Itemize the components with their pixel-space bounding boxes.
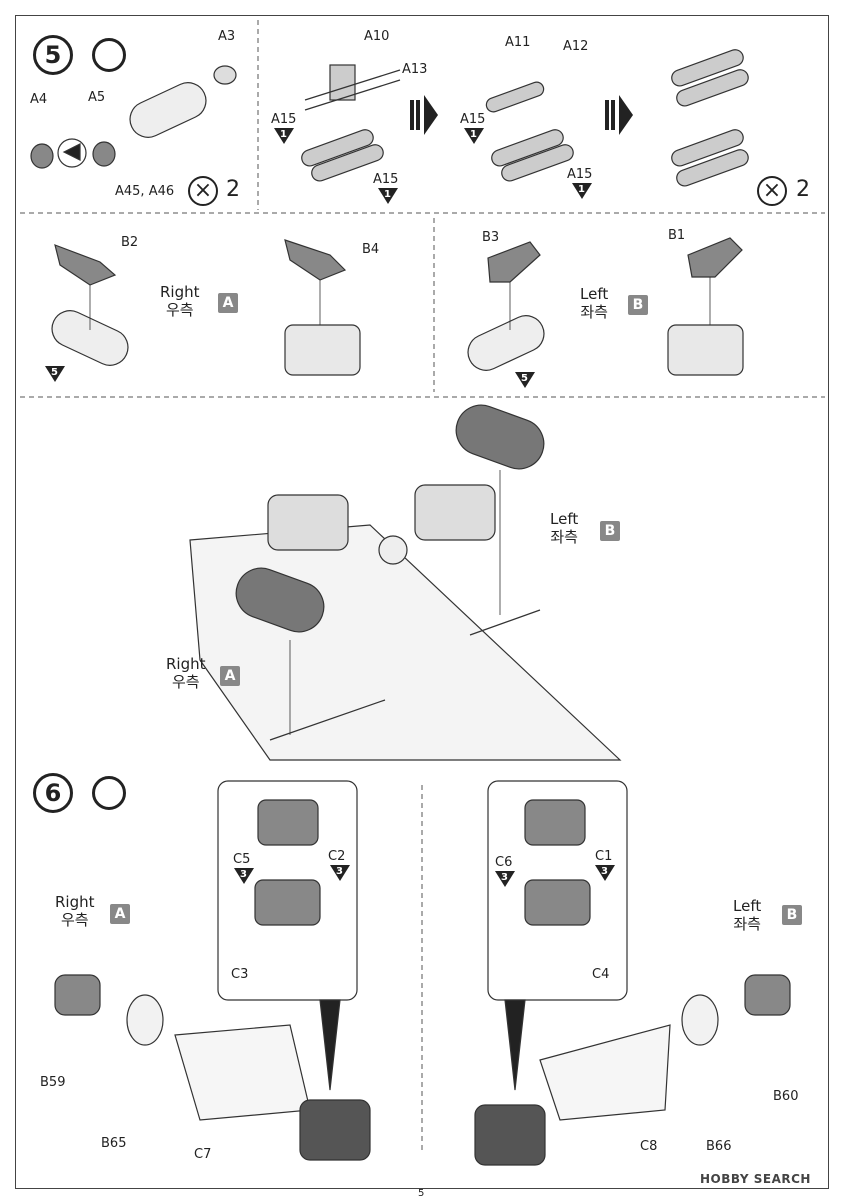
part-b1: B1 (668, 228, 686, 243)
part-c8: C8 (640, 1139, 658, 1154)
ref-badge-5b: 5 (515, 372, 535, 388)
step6-badge-b: B (782, 905, 802, 925)
part-a5: A5 (88, 90, 106, 105)
part-a12: A12 (563, 39, 589, 54)
part-a10: A10 (364, 29, 390, 44)
part-a15-c-right: A15 (567, 167, 593, 182)
part-c7: C7 (194, 1147, 212, 1162)
part-c6: C6 (495, 855, 513, 870)
part-a4: A4 (30, 92, 48, 107)
watermark: HOBBY SEARCH (700, 1172, 811, 1186)
times-icon-right: × (757, 176, 787, 206)
part-b65: B65 (101, 1136, 127, 1151)
ref-badge-1: 1 (274, 128, 294, 144)
quantity-left: 2 (226, 177, 240, 202)
step-6-number: 6 (33, 773, 73, 813)
side-badge-a: A (218, 293, 238, 313)
part-b60: B60 (773, 1089, 799, 1104)
ref-badge-3c: 3 (495, 871, 515, 887)
ref-badge-3a: 3 (234, 868, 254, 884)
assembly-badge-a: A (220, 666, 240, 686)
part-a15-right: A15 (373, 172, 399, 187)
part-b3: B3 (482, 230, 500, 245)
part-c2: C2 (328, 849, 346, 864)
part-c3: C3 (231, 967, 249, 982)
part-c5: C5 (233, 852, 251, 867)
part-a3: A3 (218, 29, 236, 44)
ref-badge-1c: 1 (464, 128, 484, 144)
part-c4: C4 (592, 967, 610, 982)
page-frame (15, 15, 829, 1189)
side-badge-b: B (628, 295, 648, 315)
assembly-badge-b: B (600, 521, 620, 541)
page-number: 5 (418, 1188, 425, 1199)
part-c1: C1 (595, 849, 613, 864)
part-b59: B59 (40, 1075, 66, 1090)
part-b2: B2 (121, 235, 139, 250)
ref-badge-5a: 5 (45, 366, 65, 382)
part-a15-left: A15 (271, 112, 297, 127)
ref-badge-3b: 3 (330, 865, 350, 881)
part-b66: B66 (706, 1139, 732, 1154)
glue-icon-6 (92, 776, 126, 810)
part-b4: B4 (362, 242, 380, 257)
part-a45-a46: A45, A46 (115, 184, 175, 199)
step-5-number: 5 (33, 35, 73, 75)
glue-icon (92, 38, 126, 72)
step6-badge-a: A (110, 904, 130, 924)
part-a15-c-left: A15 (460, 112, 486, 127)
ref-badge-1d: 1 (572, 183, 592, 199)
quantity-right: 2 (796, 177, 810, 202)
ref-badge-1b: 1 (378, 188, 398, 204)
ref-badge-3d: 3 (595, 865, 615, 881)
part-a11: A11 (505, 35, 531, 50)
part-a13: A13 (402, 62, 428, 77)
times-icon: × (188, 176, 218, 206)
